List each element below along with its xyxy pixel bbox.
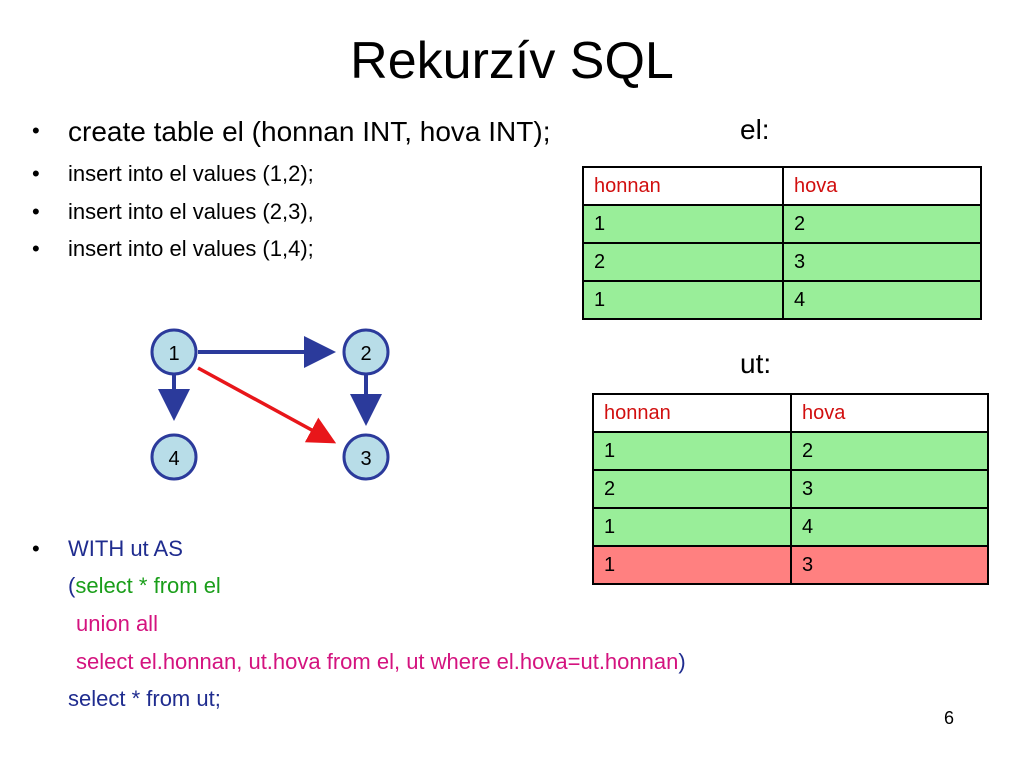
table-row: 1 2 xyxy=(582,204,982,244)
cell: 1 xyxy=(582,204,784,244)
close-paren: ) xyxy=(678,649,686,674)
table-header-row: honnan hova xyxy=(592,393,989,433)
query-recursive-select: select el.honnan, ut.hova from el, ut wh… xyxy=(76,649,679,674)
query-union-line: union all xyxy=(76,611,158,636)
cell: 2 xyxy=(582,242,784,282)
bullet-marker: • xyxy=(32,199,40,224)
edge-1-3-derived xyxy=(197,366,337,444)
header-honnan: honnan xyxy=(592,393,792,433)
graph-diagram: 1 2 4 3 xyxy=(150,328,390,481)
cell: 1 xyxy=(592,431,792,471)
node-1-label: 1 xyxy=(168,343,179,365)
bullet-insert-2: insert into el values (2,3), xyxy=(68,199,314,224)
bullet-insert-3: insert into el values (1,4); xyxy=(68,236,314,261)
node-2 xyxy=(342,328,390,376)
cell: 3 xyxy=(782,242,982,282)
cell: 4 xyxy=(790,507,989,547)
table-row: 1 4 xyxy=(582,280,982,320)
bullet-create-table: create table el (honnan INT, hova INT); xyxy=(68,116,551,147)
cell: 2 xyxy=(782,204,982,244)
table-el: honnan hova 1 2 2 3 1 4 xyxy=(582,166,982,320)
table-row: 1 4 xyxy=(592,507,989,547)
cell: 2 xyxy=(790,431,989,471)
table-header-row: honnan hova xyxy=(582,166,982,206)
cell: 4 xyxy=(782,280,982,320)
open-paren: ( xyxy=(68,573,76,598)
table-row: 2 3 xyxy=(592,469,989,509)
bullet-marker: • xyxy=(32,118,40,143)
table-ut: honnan hova 1 2 2 3 1 4 1 3 xyxy=(592,393,989,585)
header-honnan: honnan xyxy=(582,166,784,206)
table-ut-label: ut: xyxy=(740,348,772,379)
node-4-label: 4 xyxy=(168,448,179,470)
table-row: 1 2 xyxy=(592,431,989,471)
cell: 3 xyxy=(790,469,989,509)
query-anchor-select: select * from el xyxy=(75,573,221,598)
node-3-label: 3 xyxy=(360,448,371,470)
cell: 1 xyxy=(582,280,784,320)
cell: 1 xyxy=(592,507,792,547)
cell: 2 xyxy=(592,469,792,509)
header-hova: hova xyxy=(790,393,989,433)
page-number: 6 xyxy=(944,708,955,728)
node-1 xyxy=(150,328,198,376)
table-el-label: el: xyxy=(740,114,770,145)
query-anchor-line: (select * from el xyxy=(68,570,221,602)
table-row: 2 3 xyxy=(582,242,982,282)
node-2-label: 2 xyxy=(360,343,371,365)
bullet-marker: • xyxy=(32,536,40,561)
node-4 xyxy=(150,433,198,481)
bullet-marker: • xyxy=(32,161,40,186)
table-row-derived: 1 3 xyxy=(592,545,989,585)
node-3 xyxy=(342,433,390,481)
query-with-line: WITH ut AS xyxy=(68,536,183,561)
bullet-marker: • xyxy=(32,236,40,261)
bullet-insert-1: insert into el values (1,2); xyxy=(68,161,314,186)
slide-title: Rekurzív SQL xyxy=(350,32,674,90)
cell: 1 xyxy=(592,545,792,585)
query-final-select: select * from ut; xyxy=(68,686,221,711)
query-recursive-line: select el.honnan, ut.hova from el, ut wh… xyxy=(76,646,686,678)
header-hova: hova xyxy=(782,166,982,206)
cell: 3 xyxy=(790,545,989,585)
